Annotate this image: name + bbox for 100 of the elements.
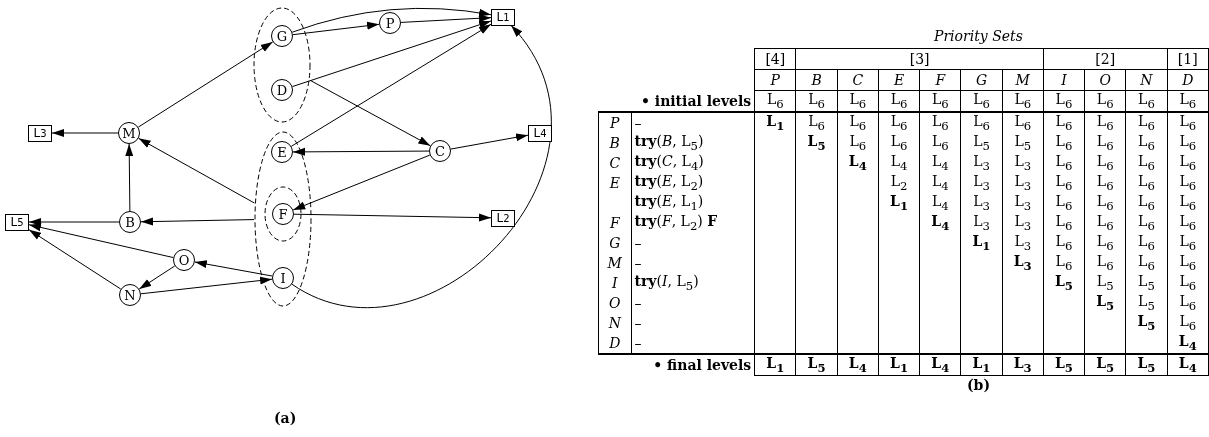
level-value: L$_{6}$ — [960, 90, 1003, 112]
node-letter: B — [598, 133, 632, 153]
node-letter: N — [1125, 69, 1168, 91]
level-value: L$_{6}$ — [1043, 213, 1085, 233]
action-text: – — [631, 112, 755, 133]
level-value: L$_{6}$ — [1043, 193, 1085, 213]
state-circle: M — [118, 122, 140, 144]
level-value: L$_{6}$ — [1167, 273, 1209, 293]
priority-group-number: [3] — [795, 48, 1044, 70]
priority-group-number: [1] — [1167, 48, 1209, 70]
arrow — [28, 218, 120, 226]
level-value: L$_{6}$ — [919, 133, 961, 153]
level-value: L$_{5}$ — [1002, 133, 1044, 153]
node-letter: D — [1167, 69, 1209, 91]
level-value: L$_{3}$ — [1002, 213, 1044, 233]
action-text: – — [631, 233, 755, 253]
arrow — [28, 223, 174, 259]
level-value: L$_{5}$ — [1084, 273, 1126, 293]
level-value: L$_{5}$ — [1125, 354, 1168, 376]
level-value: L$_{6}$ — [1084, 133, 1126, 153]
action-text: try(F, L$_{2}$) F — [631, 213, 755, 233]
state-circle: I — [272, 267, 294, 289]
level-value: L$_{6}$ — [1084, 253, 1126, 273]
action-text: – — [631, 313, 755, 333]
action-text: – — [631, 253, 755, 273]
level-value: L$_{6}$ — [1043, 233, 1085, 253]
level-value: L$_{5}$ — [960, 133, 1003, 153]
level-value: L$_{6}$ — [1167, 313, 1209, 333]
level-value: L$_{6}$ — [1125, 213, 1168, 233]
arrow — [400, 14, 492, 23]
level-value: L$_{3}$ — [960, 213, 1003, 233]
node-letter: C — [837, 69, 879, 91]
action-text: – — [631, 333, 755, 354]
level-value: L$_{6}$ — [1125, 193, 1168, 213]
node-letter: C — [598, 153, 632, 173]
level-value: L$_{6}$ — [1043, 133, 1085, 153]
action-text: try(I, L$_{5}$) — [631, 273, 755, 293]
level-value: L$_{6}$ — [1043, 253, 1085, 273]
level-value: L$_{3}$ — [960, 153, 1003, 173]
arrow — [28, 229, 122, 290]
level-value: L$_{6}$ — [1167, 253, 1209, 273]
node-letter: E — [598, 173, 632, 193]
level-value: L$_{6}$ — [837, 133, 879, 153]
level-value: L$_{6}$ — [1084, 213, 1126, 233]
level-value: L$_{6}$ — [1125, 233, 1168, 253]
action-text: try(E, L$_{2}$) — [631, 173, 755, 193]
level-value: L$_{5}$ — [1084, 293, 1126, 313]
node-letter: P — [754, 69, 796, 91]
level-value: L$_{6}$ — [1167, 112, 1209, 133]
level-value: L$_{6}$ — [1084, 193, 1126, 213]
level-value: L$_{5}$ — [1043, 354, 1085, 376]
level-value: L$_{6}$ — [837, 90, 879, 112]
level-value: L$_{1}$ — [754, 112, 796, 133]
level-value: L$_{6}$ — [1043, 173, 1085, 193]
priority-group-number: [2] — [1043, 48, 1168, 70]
action-text: – — [631, 293, 755, 313]
level-value: L$_{4}$ — [919, 193, 961, 213]
action-text: try(C, L$_{4}$) — [631, 153, 755, 173]
node-letter: F — [919, 69, 961, 91]
node-letter: B — [795, 69, 838, 91]
level-value: L$_{6}$ — [878, 133, 920, 153]
level-value: L$_{5}$ — [1125, 293, 1168, 313]
level-value: L$_{4}$ — [837, 153, 879, 173]
state-circle: F — [272, 203, 294, 225]
level-value: L$_{6}$ — [837, 112, 879, 133]
level-value: L$_{1}$ — [960, 354, 1003, 376]
level-value: L$_{6}$ — [1167, 213, 1209, 233]
level-value: L$_{1}$ — [878, 193, 920, 213]
arrow — [291, 7, 492, 33]
level-value: L$_{4}$ — [837, 354, 879, 376]
level-value: L$_{6}$ — [1125, 253, 1168, 273]
level-value: L$_{3}$ — [1002, 354, 1044, 376]
level-value: L$_{4}$ — [919, 213, 961, 233]
level-value: L$_{6}$ — [1125, 153, 1168, 173]
arrow — [51, 129, 119, 137]
arrow — [309, 79, 431, 147]
level-value: L$_{3}$ — [960, 193, 1003, 213]
row-heading: • initial levels — [598, 90, 755, 112]
node-letter: N — [598, 313, 632, 333]
level-value: L$_{1}$ — [878, 354, 920, 376]
level-value: L$_{6}$ — [1125, 112, 1168, 133]
level-value: L$_{6}$ — [795, 90, 838, 112]
node-letter: E — [878, 69, 920, 91]
arrow — [138, 265, 176, 290]
node-letter: G — [598, 233, 632, 253]
level-value: L$_{6}$ — [1167, 233, 1209, 253]
node-letter: D — [598, 333, 632, 354]
level-value: L$_{6}$ — [1167, 293, 1209, 313]
level-value: L$_{4}$ — [919, 173, 961, 193]
level-value: L$_{5}$ — [1125, 273, 1168, 293]
state-circle: B — [119, 211, 141, 233]
level-value: L$_{6}$ — [878, 112, 920, 133]
level-value: L$_{6}$ — [1125, 133, 1168, 153]
level-value: L$_{6}$ — [795, 112, 838, 133]
state-circle: E — [271, 141, 293, 163]
node-letter: M — [598, 253, 632, 273]
level-value: L$_{6}$ — [1002, 112, 1044, 133]
action-text: try(E, L$_{1}$) — [631, 193, 755, 213]
level-value: L$_{4}$ — [1167, 333, 1209, 354]
level-value: L$_{5}$ — [795, 354, 838, 376]
